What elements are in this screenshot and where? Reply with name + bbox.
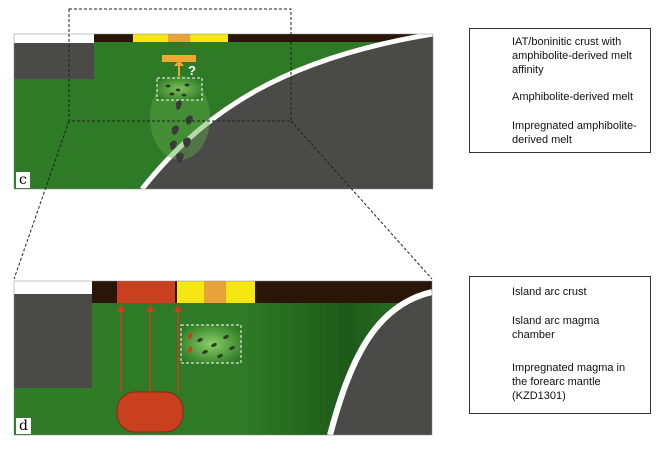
iat-crust-core-c <box>168 34 190 42</box>
zoom-box <box>68 8 292 122</box>
impregnated-melts-c <box>165 83 190 97</box>
iat-crust-intrusion-c <box>162 55 196 62</box>
amphibolite-melts-c <box>169 100 193 163</box>
melt-ascent-arrowhead-c <box>174 60 184 66</box>
question-mark: ? <box>188 63 196 78</box>
zoom-line-right <box>290 120 433 280</box>
zoom-line-left <box>13 120 70 280</box>
legend-item-amphibolite-melt: Amphibolite-derived melt <box>512 91 634 103</box>
legend-top: IAT/boninitic crust with amphibolite-der… <box>469 28 651 153</box>
legend-item-island-arc-crust: Island arc crust <box>512 286 587 298</box>
legend-item-impregnated-magma: Impregnated magma in the forearc mantle … <box>512 362 626 402</box>
panel-d <box>14 281 432 435</box>
subducting-slab-d <box>330 292 432 435</box>
panel-label-d: d <box>16 418 31 434</box>
slab-surface-c <box>140 34 433 189</box>
legend-item-impregnated-amphibolite-melt: Impregnated amphibolite- derived melt <box>512 120 637 146</box>
upper-plate-block-c <box>14 43 94 79</box>
upper-plate-top-c <box>14 34 94 43</box>
legend-item-magma-chamber: Island arc magma chamber <box>512 315 600 341</box>
magma-ascent-arrows-d <box>117 304 182 392</box>
island-arc-magma-chamber-d <box>116 391 184 433</box>
legend-item-iat-crust: IAT/boninitic crust with amphibolite-der… <box>512 36 632 76</box>
impregnated-red-magma-d <box>187 332 193 354</box>
upper-plate-block-d <box>14 294 92 388</box>
subducting-slab-c <box>142 34 433 189</box>
island-arc-crust-d <box>117 281 175 303</box>
panel-c <box>14 34 433 189</box>
iat-crust-core-d <box>204 281 226 303</box>
slab-surface-d <box>327 289 432 435</box>
impregnated-melts-d <box>197 335 235 358</box>
impregnated-patch-d <box>180 324 242 364</box>
panel-label-c: c <box>16 172 30 188</box>
legend-bottom: Island arc crust Island arc magma chambe… <box>469 276 651 414</box>
upper-plate-top-d <box>14 281 92 294</box>
crust-strip-c <box>93 34 433 42</box>
